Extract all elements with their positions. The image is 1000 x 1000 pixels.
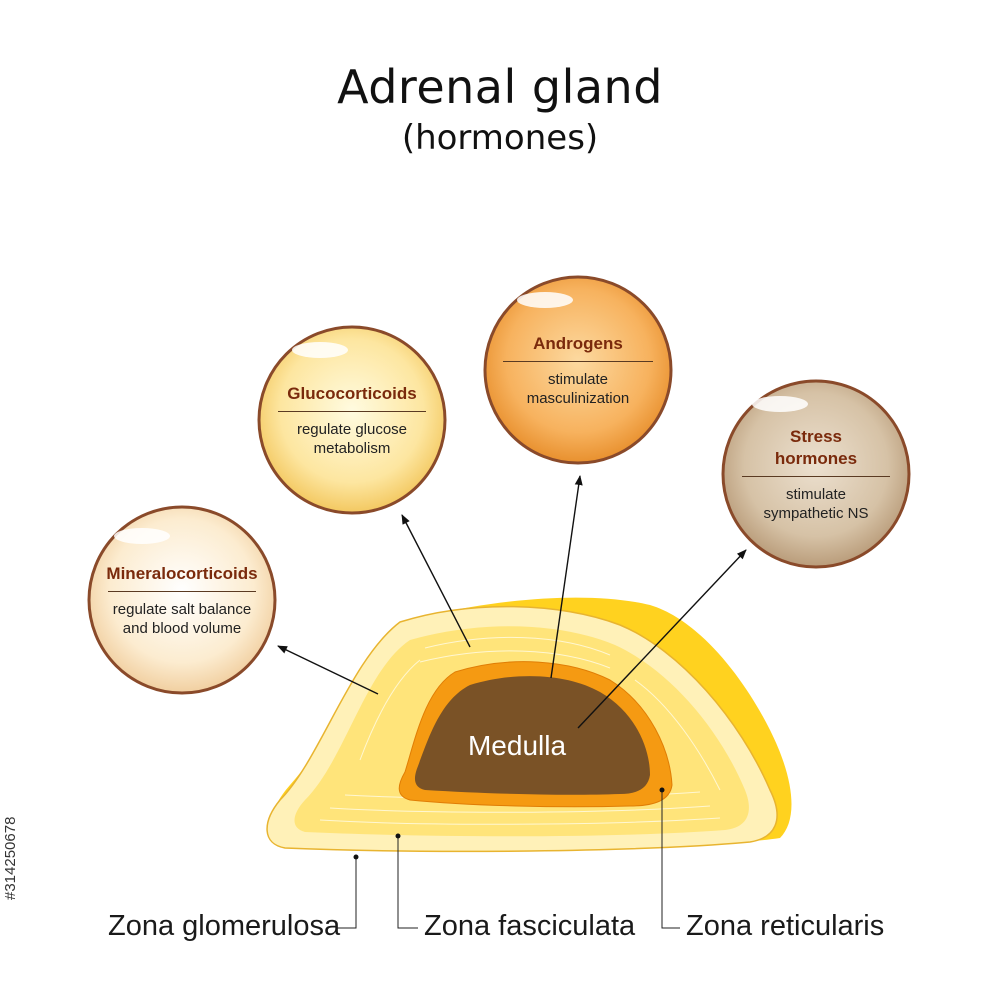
zona-reticularis-label: Zona reticularis <box>686 910 885 942</box>
androgens-desc-line-1: stimulate <box>547 370 609 388</box>
bubble-divider <box>108 590 256 592</box>
androgens-bubble-circle <box>483 275 673 465</box>
stock-image-id: #314250678 <box>2 816 19 900</box>
zone-leader-lines <box>336 790 680 929</box>
glucocorticoids-desc-line-2: metabolism <box>313 439 391 457</box>
glucocorticoids-heading: Glucocorticoids <box>287 383 417 403</box>
stress-hormones-bubble-circle <box>721 379 911 569</box>
diagram-title: Adrenal gland <box>337 60 663 114</box>
androgens-bubble: Androgens stimulate masculinization <box>485 277 671 463</box>
arrow-to-mineralocorticoids <box>277 645 379 695</box>
bubble-circles <box>87 275 911 695</box>
arrow-to-glucocorticoids <box>401 514 471 648</box>
androgens-desc-line-2: masculinization <box>526 389 630 407</box>
mineralocorticoids-bubble: Mineralocorticoids regulate salt balance… <box>89 507 275 693</box>
stress-hormones-desc-line-2: sympathetic NS <box>763 504 869 522</box>
gland-cross-section <box>266 597 792 853</box>
stress-hormones-heading-line-1: Stress <box>790 426 842 446</box>
fasciculata-leader <box>397 836 418 929</box>
mineralocorticoids-heading: Mineralocorticoids <box>106 563 258 583</box>
arrow-to-stress-hormones <box>577 549 747 729</box>
bubble-highlight <box>752 396 808 412</box>
bubble-highlight <box>114 528 170 544</box>
glucocorticoids-bubble-circle <box>257 325 447 515</box>
bubble-highlight <box>517 292 573 308</box>
androgens-heading: Androgens <box>533 333 623 353</box>
glucocorticoids-bubble: Glucocorticoids regulate glucose metabol… <box>259 327 445 513</box>
reticularis-leader <box>661 790 680 929</box>
stress-hormones-bubble: Stress hormones stimulate sympathetic NS <box>723 381 909 567</box>
glomerulosa-leader <box>336 857 357 929</box>
zona-glomerulosa-label: Zona glomerulosa <box>108 910 341 942</box>
arrow-to-androgens <box>550 475 583 679</box>
medulla-label: Medulla <box>467 730 567 761</box>
stress-hormones-heading-line-2: hormones <box>774 448 858 468</box>
medulla-core <box>414 676 650 795</box>
mineralocorticoids-bubble-circle <box>87 505 277 695</box>
bubble-divider <box>503 360 653 362</box>
diagram-subtitle: (hormones) <box>401 118 599 158</box>
zona-fasciculata-label: Zona fasciculata <box>424 910 636 942</box>
zone-leader-dots <box>353 787 665 860</box>
bubble-divider <box>278 410 426 412</box>
mineralocorticoids-desc-line-1: regulate salt balance <box>112 600 252 618</box>
bubble-highlight <box>292 342 348 358</box>
glucocorticoids-desc-line-1: regulate glucose <box>296 420 408 438</box>
arrows <box>277 475 747 729</box>
stress-hormones-desc-line-1: stimulate <box>785 485 847 503</box>
mineralocorticoids-desc-line-2: and blood volume <box>122 619 242 637</box>
bubble-divider <box>742 475 890 477</box>
